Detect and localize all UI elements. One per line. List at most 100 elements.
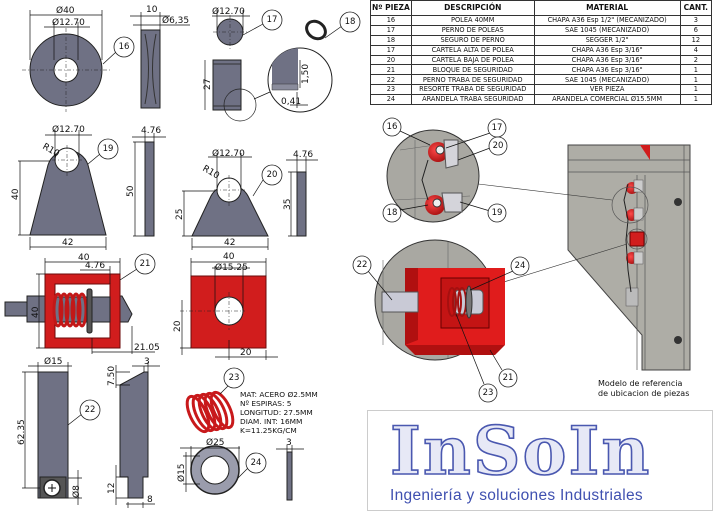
- cell: ARANDELA TRABA SEGURIDAD: [410, 94, 535, 106]
- cell: 3: [679, 15, 713, 26]
- dim-pin-groove-width: 0,41: [281, 97, 301, 107]
- dim-washer-outer: Ø25: [206, 437, 225, 448]
- cell: POLEA 40MM: [410, 15, 535, 26]
- dim-lockpin-tip-w: 8: [147, 495, 153, 505]
- header-piece-number: Nº PIEZA: [370, 0, 412, 16]
- balloon-17: 17: [261, 9, 283, 31]
- cell: CHAPA A36 Esp 1/2" (MECANIZADO): [533, 15, 681, 26]
- cell: SAE 1045 (MECANIZADO): [533, 74, 681, 86]
- svg-text:21: 21: [140, 259, 151, 269]
- cell: SEGGER 1/2": [533, 34, 681, 46]
- dim-bracket20-thick: 4.76: [293, 150, 313, 160]
- spring-note-turns: Nº ESPIRAS: 5: [240, 399, 292, 408]
- dim-block-thick: 4.76: [85, 261, 105, 271]
- detail-view-pulleys: 16 17 20 18 19: [382, 117, 508, 223]
- reference-caption-line1: Modelo de referencia: [598, 379, 683, 388]
- dim-pulley-hole: Ø12.70: [52, 17, 85, 28]
- dim-bracket20-radius: R10: [201, 164, 222, 182]
- detail-balloon-16: 16: [382, 117, 402, 137]
- cell: 1: [679, 74, 713, 86]
- reference-model: Modelo de referencia de ubicacion de pie…: [469, 144, 691, 398]
- detail-balloon-24: 24: [510, 256, 530, 276]
- header-quantity: CANT.: [679, 0, 713, 16]
- dim-bracket19-hole: Ø12.70: [52, 124, 85, 135]
- cell: SAE 1045 (MECANIZADO): [533, 24, 681, 36]
- svg-text:18: 18: [387, 208, 398, 218]
- svg-text:23: 23: [483, 388, 494, 398]
- svg-text:22: 22: [357, 260, 368, 270]
- spring-23: 23 MAT: ACERO Ø2.5MM Nº ESPIRAS: 5 LONGI…: [185, 367, 318, 435]
- balloon-21: 21: [134, 253, 156, 275]
- dim-washer-thick: 3: [286, 438, 292, 448]
- lock-pin-22: Ø15 62.35 Ø8 22 3 7.50 12 8: [17, 356, 160, 508]
- spring-note-inner-dia: DIAM. INT: 16MM: [240, 417, 302, 426]
- table-header-row: Nº PIEZA DESCRIPCIÓN MATERIAL CANT.: [370, 0, 713, 16]
- cell: PERNO TRABA DE SEGURIDAD: [410, 74, 535, 86]
- dim-block-height: 40: [31, 306, 41, 318]
- dim-bracket20-base: 42: [224, 238, 235, 248]
- header-material: MATERIAL: [533, 0, 681, 16]
- svg-text:19: 19: [492, 208, 503, 218]
- retaining-ring-18: 18: [305, 11, 361, 41]
- cell: 21: [370, 64, 412, 76]
- cell: 20: [370, 54, 412, 66]
- dim-pin-length: 27: [203, 79, 213, 90]
- safety-block-21-assembly: 40 4.76 40 21.05 21: [4, 253, 160, 354]
- detail-balloon-22: 22: [352, 255, 372, 275]
- dim-lockpin-dia: Ø15: [44, 356, 63, 367]
- dim-pin-dia: Ø12.70: [212, 6, 245, 17]
- cell: RESORTE TRABA DE SEGURIDAD: [410, 84, 535, 96]
- dim-bracket19-base: 42: [62, 238, 73, 248]
- logo-title: InSoIn: [389, 412, 652, 490]
- cell: 1: [679, 64, 713, 76]
- cell: SEGURO DE PERNO: [410, 34, 535, 46]
- dim-bracket20-height: 25: [175, 209, 185, 220]
- reference-caption-line2: de ubicacion de piezas: [598, 389, 689, 398]
- cell: 4: [679, 44, 713, 56]
- dim-block-width: 40: [78, 253, 90, 263]
- dim-block-front-hole: Ø15.25: [215, 262, 248, 273]
- cell: PERNO DE POLEAS: [410, 24, 535, 36]
- cell: 16: [370, 15, 412, 26]
- svg-text:24: 24: [251, 458, 262, 468]
- logo-subtitle: Ingeniería y soluciones Industriales: [390, 487, 643, 504]
- balloon-18: 18: [339, 11, 361, 33]
- cell: 6: [679, 24, 713, 36]
- detail-balloon-21: 21: [498, 368, 518, 388]
- cell: CHAPA A36 Esp 3/16": [533, 44, 681, 56]
- svg-text:22: 22: [85, 405, 96, 415]
- spring-note-material: MAT: ACERO Ø2.5MM: [240, 390, 318, 399]
- detail-view-safety-block: 22 24 21 23: [352, 239, 530, 403]
- cell: CARTELA ALTA DE POLEA: [410, 44, 535, 56]
- cell: 22: [370, 74, 412, 86]
- balloon-22: 22: [79, 399, 101, 421]
- cell: 2: [679, 54, 713, 66]
- dim-washer-inner: Ø15: [176, 463, 187, 482]
- detail-balloon-17: 17: [487, 118, 507, 138]
- dim-bracket20-hole: Ø12.70: [212, 148, 245, 159]
- dim-bracket20-total: 35: [283, 199, 293, 210]
- dim-lockpin-tip-h: 12: [107, 483, 117, 494]
- cell: 12: [679, 34, 713, 46]
- cell: ARANDELA COMERCIAL Ø15.5MM: [533, 94, 681, 106]
- cell: CARTELA BAJA DE POLEA: [410, 54, 535, 66]
- cell: 17: [370, 24, 412, 36]
- dim-bracket19-thick: 4.76: [141, 126, 161, 136]
- svg-text:16: 16: [387, 122, 398, 132]
- balloon-16: 16: [113, 36, 135, 58]
- svg-text:23: 23: [229, 373, 240, 383]
- dim-lockpin-hole: Ø8: [71, 485, 82, 498]
- svg-text:21: 21: [503, 373, 514, 383]
- dim-pin-groove-depth: 1,50: [301, 64, 311, 84]
- safety-block-21-front: 40 Ø15.25 20 20: [173, 252, 278, 360]
- svg-text:17: 17: [492, 123, 503, 133]
- svg-text:17: 17: [267, 15, 278, 25]
- detail-balloon-23: 23: [478, 383, 498, 403]
- svg-text:16: 16: [119, 42, 130, 52]
- svg-text:20: 20: [493, 141, 504, 151]
